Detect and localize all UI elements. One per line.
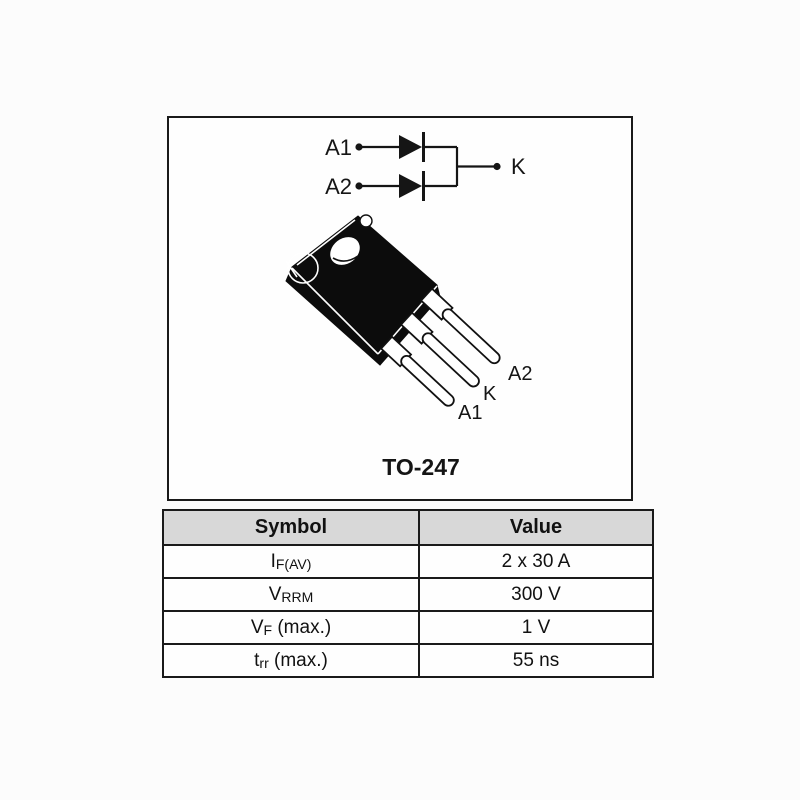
diode-symbols <box>355 132 501 201</box>
schematic-cathode-label: K <box>511 154 526 179</box>
package-drawing: A2 K A1 <box>285 214 532 424</box>
package-body <box>285 215 441 366</box>
symbol-subscript: RRM <box>281 588 314 605</box>
diode-schematic <box>359 145 497 188</box>
mounting-hole <box>330 237 360 265</box>
package-pin-label-a1: A1 <box>458 402 482 424</box>
value-cell-vf: 1 V <box>418 610 654 645</box>
spec-table-header-row: Symbol Value <box>162 509 654 546</box>
lead-a2 <box>419 287 501 365</box>
symbol-cell-if-av: IF(AV) <box>162 544 420 579</box>
symbol-suffix: (max.) <box>272 616 332 638</box>
symbol-cell-trr: trr (max.) <box>162 643 420 678</box>
anode1-terminal-dot <box>355 143 363 151</box>
table-row-trr: trr (max.) 55 ns <box>162 643 654 678</box>
table-row-vf: VF (max.) 1 V <box>162 610 654 645</box>
symbol-column-header: Symbol <box>162 509 420 546</box>
diode2-cathode-bar <box>422 171 425 201</box>
symbol-cell-vrrm: VRRM <box>162 577 420 612</box>
diode1-triangle <box>399 135 422 159</box>
top-edge-notch <box>359 214 373 228</box>
lead-a1 <box>379 335 455 407</box>
mounting-hole-depth-line <box>332 255 359 262</box>
corner-notch-arc <box>287 252 319 284</box>
diode1-cathode-bar <box>422 132 425 162</box>
symbol-base: V <box>250 616 264 638</box>
anode2-terminal-dot <box>355 182 363 190</box>
symbol-base: t <box>254 649 260 671</box>
value-column-header: Value <box>418 509 654 546</box>
schematic-anode2-label: A2 <box>325 174 352 199</box>
cathode-terminal-dot <box>493 162 501 171</box>
symbol-base: I <box>270 550 276 572</box>
lead-k <box>399 311 480 388</box>
value-cell-vrrm: 300 V <box>418 577 654 612</box>
table-row-if-av: IF(AV) 2 x 30 A <box>162 544 654 579</box>
diagram-svg: A1 A2 K <box>285 132 532 480</box>
table-row-vrrm: VRRM 300 V <box>162 577 654 612</box>
value-cell-trr: 55 ns <box>418 643 654 678</box>
symbol-base: V <box>268 583 282 605</box>
spec-table: Symbol Value IF(AV) 2 x 30 A VRRM 300 V … <box>162 509 654 678</box>
package-pin-label-a2: A2 <box>508 363 532 385</box>
schematic-anode1-label: A1 <box>325 135 352 160</box>
package-name-label: TO-247 <box>382 454 460 480</box>
package-pin-label-k: K <box>483 383 497 405</box>
symbol-subscript: F <box>263 621 273 638</box>
value-cell-if-av: 2 x 30 A <box>418 544 654 579</box>
diode2-triangle <box>399 174 422 198</box>
diagram-panel: A1 A2 K <box>167 116 633 501</box>
symbol-suffix: (max.) <box>268 649 328 671</box>
symbol-subscript: rr <box>259 654 269 671</box>
symbol-subscript: F(AV) <box>275 555 312 572</box>
symbol-cell-vf: VF (max.) <box>162 610 420 645</box>
